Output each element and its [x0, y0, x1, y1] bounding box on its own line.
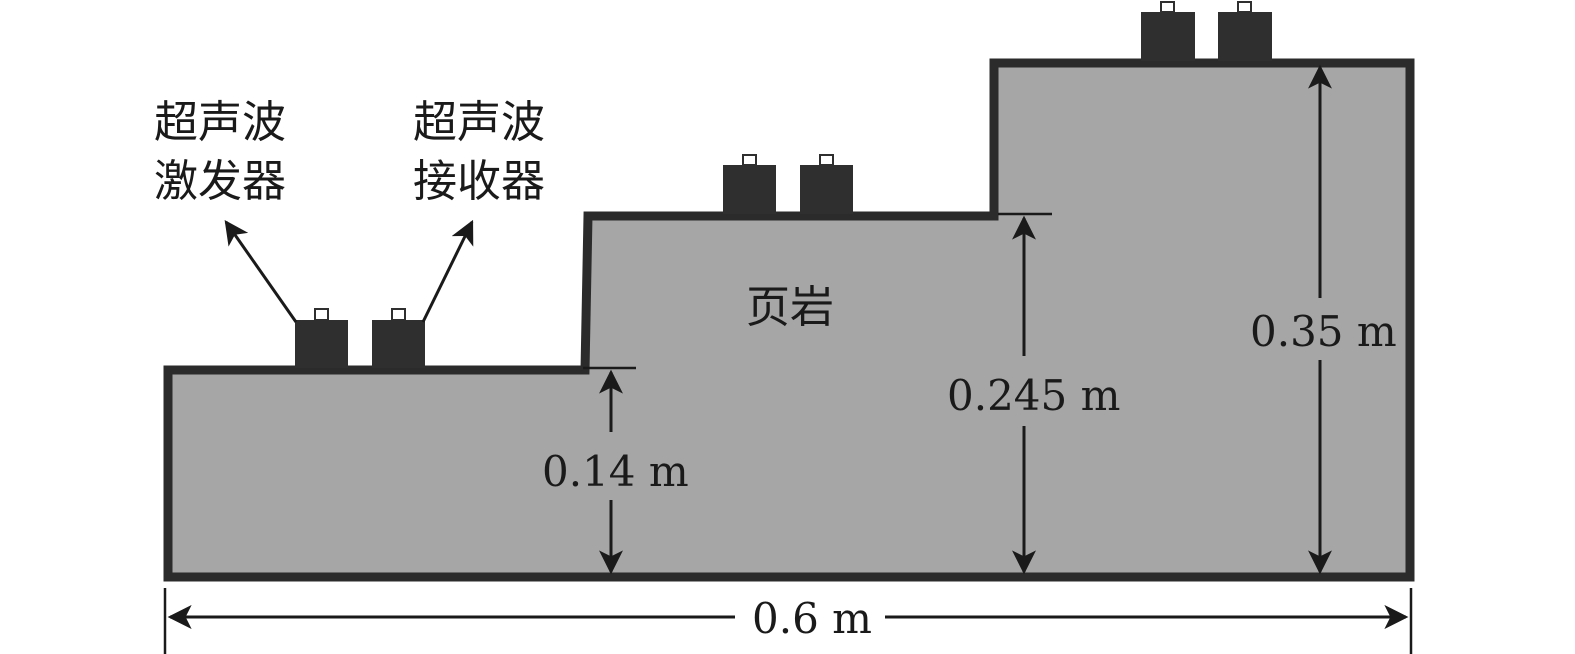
sensor-connector: [1237, 1, 1252, 13]
ultrasonic-receiver-sensor: [800, 165, 853, 214]
receiver-callout-arrow: [421, 219, 474, 323]
sensor-connector: [1160, 1, 1175, 13]
receiver-label-line2: 接收器: [413, 156, 545, 207]
sensor-connector: [742, 154, 757, 166]
ultrasonic-receiver-sensor: [372, 320, 425, 368]
ultrasonic-emitter-sensor: [723, 165, 776, 214]
sensor-group-step2: [723, 154, 853, 214]
total-width-label: 0.6 m: [752, 594, 872, 643]
ultrasonic-emitter-sensor: [1141, 12, 1195, 61]
sensor-connector: [391, 308, 406, 321]
sensor-connector: [314, 308, 329, 321]
ultrasonic-emitter-sensor: [295, 320, 348, 368]
shale-specimen-body: [163, 58, 1415, 582]
sensor-group-step3: [1141, 1, 1272, 61]
emitter-label-line2: 激发器: [154, 156, 286, 207]
sensor-connector: [819, 154, 834, 166]
step1-height-label: 0.14 m: [542, 447, 689, 496]
step2-height-label: 0.245 m: [947, 371, 1120, 420]
ultrasonic-receiver-sensor: [1218, 12, 1272, 61]
emitter-label-line1: 超声波: [154, 97, 286, 148]
emitter-callout-arrow: [224, 220, 298, 323]
step3-height-label: 0.35 m: [1250, 307, 1397, 356]
receiver-label-line1: 超声波: [413, 97, 545, 148]
material-label: 页岩: [746, 282, 834, 333]
sensor-group-step1: [295, 308, 425, 368]
